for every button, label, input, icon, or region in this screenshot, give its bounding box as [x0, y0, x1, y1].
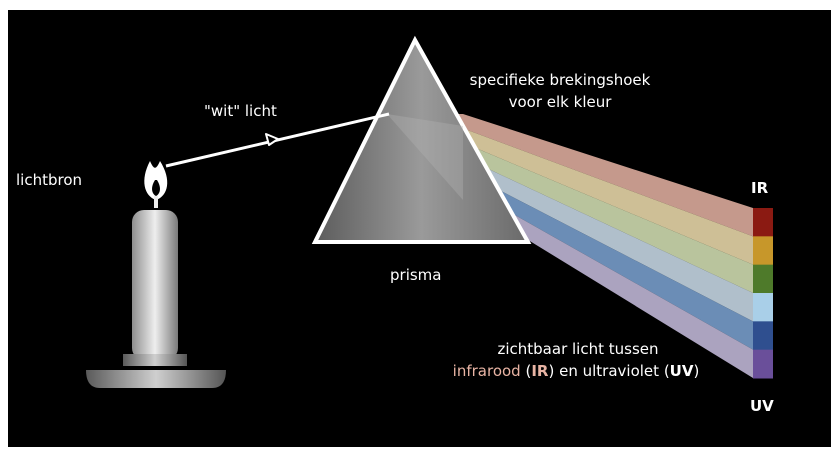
prism-label: prisma — [390, 266, 442, 284]
beam-stripe — [393, 114, 753, 378]
infrared-text: infrarood — [452, 362, 521, 380]
spectrum-band — [753, 321, 773, 351]
prism-diagram: lichtbron "wit" licht specifieke breking… — [8, 10, 831, 447]
ir-abbr: IR — [531, 362, 549, 380]
spectrum-bar — [753, 208, 773, 379]
uv-abbr: UV — [669, 362, 694, 380]
angle-label-line2: voor elk kleur — [508, 93, 612, 111]
refraction-fan — [387, 114, 463, 200]
white-light-label: "wit" licht — [204, 102, 277, 120]
visible-light-label: zichtbaar licht tussen — [497, 340, 659, 358]
spectrum-band — [753, 208, 773, 237]
candle-body — [132, 210, 178, 360]
uv-label: UV — [750, 397, 774, 415]
ir-uv-label: infrarood (IR) en ultraviolet (UV) — [452, 362, 700, 380]
spectrum-band — [753, 264, 773, 294]
candle-holder — [86, 370, 226, 388]
beam-stripe — [393, 114, 753, 350]
spectrum-band — [753, 349, 773, 379]
candle — [86, 161, 226, 388]
prism-triangle — [311, 35, 532, 244]
spectrum-band — [753, 293, 773, 322]
diagram-graphic — [86, 35, 773, 388]
lichtbron-label: lichtbron — [16, 171, 83, 189]
ray-arrow-icon — [265, 133, 279, 146]
ir-label: IR — [751, 179, 769, 197]
angle-label-line1: specifieke brekingshoek — [469, 71, 651, 89]
beam-stripe — [393, 114, 753, 322]
spectrum-band — [753, 236, 773, 266]
